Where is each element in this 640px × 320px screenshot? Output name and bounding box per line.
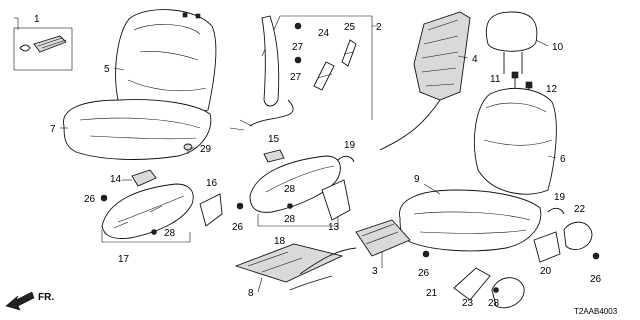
callout-9: 9 [414,174,420,185]
part-18-track [249,155,341,227]
callout-15: 15 [268,134,280,145]
part-10-headrest [485,11,538,74]
part-4-heater-pad [379,11,471,151]
callout-21: 21 [426,288,438,299]
callout-16: 16 [206,178,218,189]
part-17-side-frame [101,183,194,243]
callout-26-a: 26 [84,194,96,205]
part-23-cover [491,277,525,309]
callout-8: 8 [248,288,254,299]
part-20-bracket [533,231,561,263]
callout-17: 17 [118,254,130,265]
callout-20: 20 [540,266,552,277]
part-21-bracket [453,267,491,301]
callout-27-a: 27 [292,42,304,53]
callout-28-b: 28 [284,184,296,195]
callout-18: 18 [274,236,286,247]
callout-26-b: 26 [232,222,244,233]
part-3-pad [355,219,411,257]
part-13-bracket [321,179,351,221]
callout-29: 29 [200,144,212,155]
part-5-seatback-cover [115,9,217,115]
part-16-bracket [199,193,223,227]
part-19-b-trim [547,207,565,215]
part-14-trim [131,169,157,187]
callout-12: 12 [546,84,558,95]
diagram-code: T2AAB4003 [574,307,618,316]
callout-5: 5 [104,64,110,75]
callout-3: 3 [372,266,378,277]
callout-11: 11 [490,74,501,85]
callout-19-b: 19 [554,192,566,203]
callout-19-a: 19 [344,140,356,151]
callout-10: 10 [552,42,564,53]
callout-2: 2 [376,22,382,33]
part-2-frame-box [229,15,378,131]
callout-26-d: 26 [590,274,602,285]
part-15-cover [263,149,285,163]
part-29-grommet [183,143,193,154]
callout-labels: 1 2 3 4 5 6 7 8 9 10 11 12 13 14 15 16 1… [34,14,602,309]
callout-13: 13 [328,222,340,233]
callout-7: 7 [50,124,56,135]
part-7-cushion-cover [63,99,212,160]
direction-label: FR. [38,292,54,303]
leader-lines [60,39,557,293]
callout-23: 23 [462,298,474,309]
callout-24: 24 [318,28,330,39]
part-9-cushion [399,189,542,252]
callout-28-a: 28 [164,228,176,239]
part-6-seatback [473,88,557,195]
callout-26-c: 26 [418,268,430,279]
callout-27-b: 27 [290,72,302,83]
callout-6: 6 [560,154,566,165]
callout-25: 25 [344,22,356,33]
part-8-harness [234,243,357,291]
callout-1: 1 [34,14,40,25]
callout-28-c: 28 [284,214,296,225]
part-1-clip-kit [13,17,73,71]
direction-arrow-icon: FR. [5,291,54,311]
callout-14: 14 [110,174,122,185]
callout-4: 4 [472,54,478,65]
callout-22: 22 [574,204,586,215]
callout-28-d: 28 [488,298,500,309]
part-19-a-trim [337,155,355,163]
part-22-cover [563,221,593,250]
fasteners [100,194,600,293]
